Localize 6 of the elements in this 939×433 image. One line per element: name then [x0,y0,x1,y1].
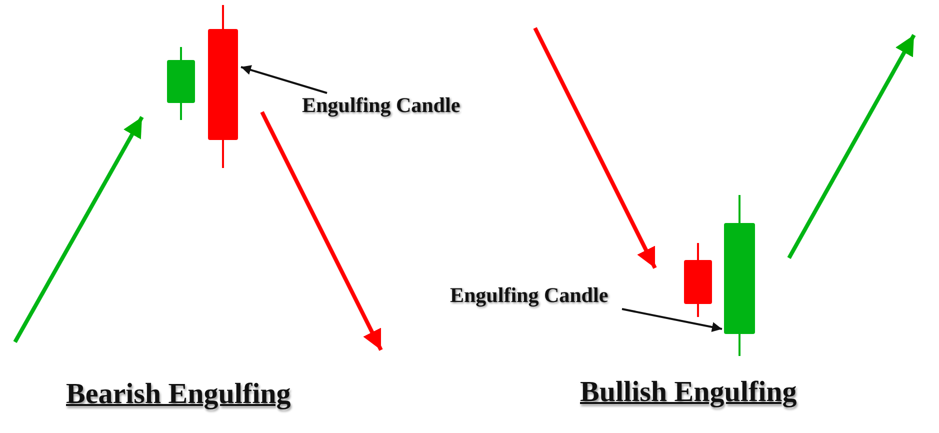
pattern-title: Bullish Engulfing [580,376,797,409]
leader-arrow [240,65,328,94]
callout-text: Engulfing Candle [302,93,462,118]
leader-arrow [622,308,722,332]
pattern-title: Bearish Engulfing [66,378,291,411]
callout-text: Engulfing Candle [450,283,610,308]
